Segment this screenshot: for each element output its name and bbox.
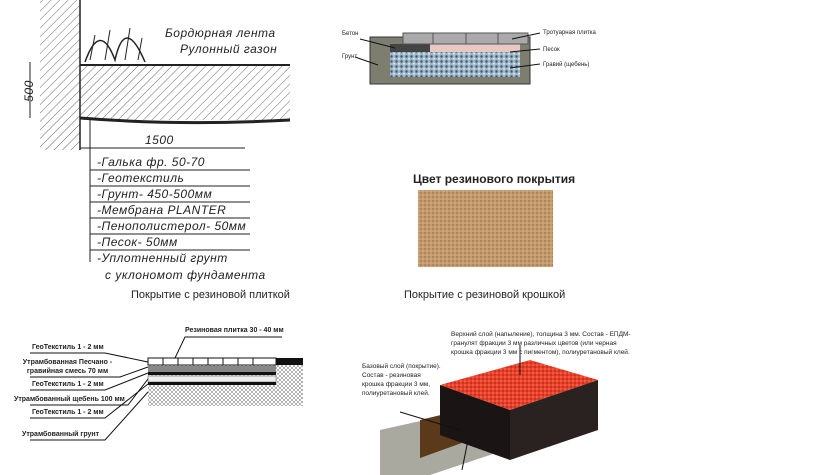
label-rubber-tile: Резиновая плитка 30 - 40 мм	[185, 327, 284, 334]
label-rolled-lawn: Рулонный газон	[180, 42, 278, 56]
rubber-tile-drawing	[30, 336, 303, 441]
swatch-title: Цвет резинового покрытия	[413, 172, 576, 186]
label-paving-tile: Тротуарная плитка	[543, 30, 596, 36]
rubber-crumb-caption: Покрытие с резиновой крошкой	[404, 289, 566, 301]
layer-item: -Пенополистерол- 50мм	[97, 219, 247, 233]
label-layer: Утрамбованный грунт	[22, 431, 100, 438]
layer-item: -Галька фр. 50-70	[97, 155, 205, 169]
layer-item: -Песок- 50мм	[97, 235, 178, 249]
label-gravel: Гравий (щебень)	[543, 62, 590, 68]
label-layer: ГеоТекстиль 1 - 2 мм	[32, 381, 104, 388]
layer-item: -Грунт- 450-500мм	[97, 187, 213, 201]
paving-section-drawing	[354, 32, 541, 85]
label-curb-tape: Бордюрная лента	[165, 26, 276, 40]
label-layer: ГеоТекстиль 1 - 2 мм	[32, 409, 104, 416]
dim-width: 1500	[145, 133, 174, 147]
dim-height: 500	[21, 80, 36, 102]
lawn-section-drawing	[29, 0, 291, 262]
layer-item: -Мембрана PLANTER	[97, 203, 227, 217]
layer-item: -Уплотненный грунт	[97, 251, 228, 265]
label-sand: Песок	[543, 47, 560, 53]
layer-note: с уклономот фундамента	[105, 268, 266, 282]
label-layer: Утрамбованная Песчано - гравийная смесь …	[22, 359, 113, 375]
rubber-tile-caption: Покрытие с резиновой плиткой	[131, 289, 290, 301]
layer-item: -Геотекстиль	[97, 171, 185, 185]
base-layer-note: Базовый слой (покрытие). Состав - резино…	[362, 363, 441, 397]
top-layer-note: Верхний слой (напыление), толщина 3 мм. …	[451, 331, 631, 356]
rubber-crumb-drawing	[380, 345, 598, 475]
label-soil: Грунт	[342, 54, 358, 60]
label-layer: ГеоТекстиль 1 - 2 мм	[32, 344, 104, 351]
color-swatch	[418, 190, 553, 267]
label-concrete: Бетон	[342, 31, 359, 37]
label-layer: Утрамбованный щебень 100 мм	[14, 396, 125, 403]
